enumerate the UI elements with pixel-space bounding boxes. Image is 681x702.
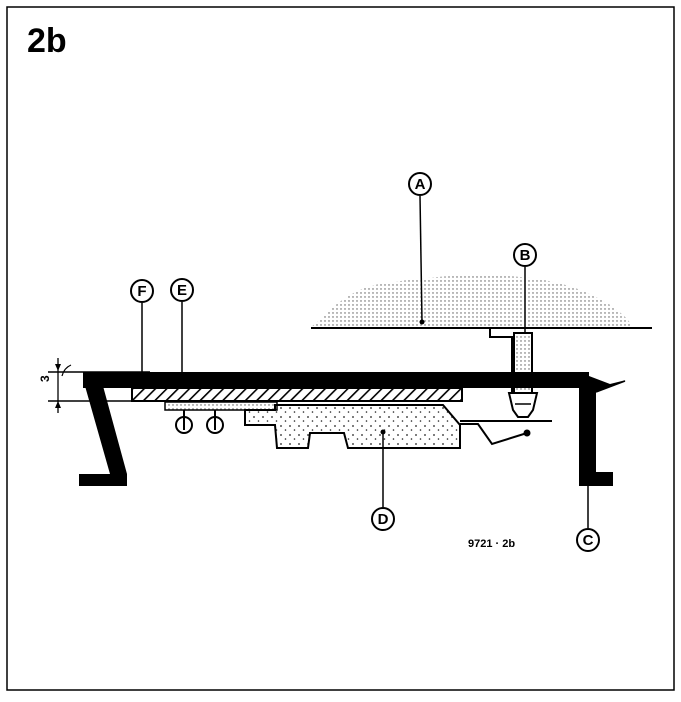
rail — [165, 402, 277, 410]
callout-f-label: F — [137, 283, 146, 300]
figure-border — [7, 7, 674, 690]
right-foot — [579, 472, 613, 486]
dimension-label: 3 — [38, 375, 52, 382]
right-leg — [579, 386, 596, 476]
callout-c-label: C — [583, 532, 594, 549]
top-plate — [83, 372, 589, 388]
right-lip — [589, 376, 626, 392]
callout-e-label: E — [177, 282, 187, 299]
lever-pivot — [524, 430, 531, 437]
figure-label: 2b — [27, 22, 67, 60]
lever-arm — [460, 424, 527, 444]
callout-b-label: B — [520, 247, 531, 264]
dotted-mass — [311, 275, 633, 327]
hatched-strip — [132, 388, 462, 401]
callout-a-label: A — [415, 176, 426, 193]
callout-d-label: D — [378, 511, 389, 528]
dotted-block — [245, 405, 460, 448]
screw-head — [509, 393, 537, 417]
figure-code: 9721 · 2b — [468, 538, 515, 550]
